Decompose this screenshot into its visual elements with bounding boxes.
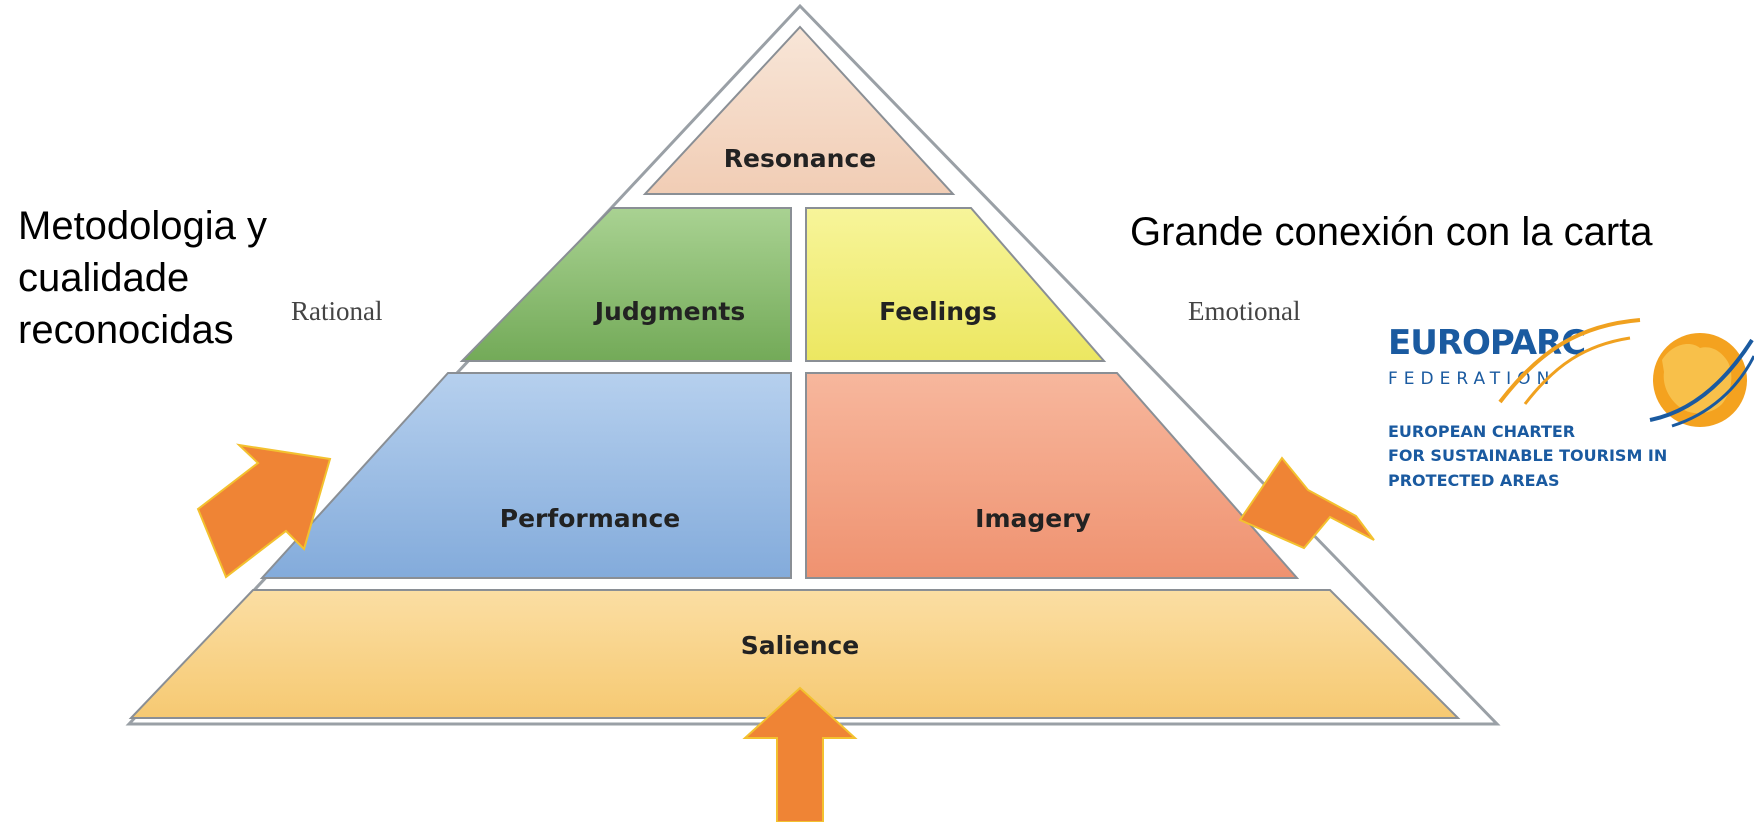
- charter-line-1: EUROPEAN CHARTER: [1388, 422, 1575, 441]
- globe-europe-icon: [1649, 333, 1754, 428]
- left-arrow: [196, 443, 332, 579]
- orange-swoosh-icon-2: [1523, 336, 1631, 405]
- rational-label: Rational: [291, 296, 382, 326]
- right-arrow: [1238, 456, 1375, 550]
- performance-segment: [259, 372, 792, 579]
- europarc-sub: FEDERATION: [1388, 369, 1555, 389]
- imagery-segment: [805, 372, 1300, 579]
- europarc-logo: EUROPARC FEDERATION EUROPEAN CHARTER FOR…: [1388, 318, 1754, 490]
- salience-segment: [128, 589, 1461, 719]
- note-left: Metodologia y cualidade reconocidas: [18, 204, 268, 352]
- note-right: Grande conexión con la carta: [1130, 210, 1653, 254]
- resonance-label: Resonance: [724, 144, 877, 173]
- bottom-arrow: [742, 686, 858, 822]
- resonance-segment: [642, 25, 956, 195]
- judgments-segment: [459, 207, 792, 362]
- emotional-label: Emotional: [1188, 296, 1300, 326]
- imagery-label: Imagery: [975, 504, 1091, 533]
- charter-line-2: FOR SUSTAINABLE TOURISM IN: [1388, 446, 1667, 465]
- performance-label: Performance: [500, 504, 680, 533]
- europarc-brand: EUROPARC: [1388, 323, 1585, 363]
- feelings-segment: [805, 207, 1107, 362]
- charter-line-3: PROTECTED AREAS: [1388, 471, 1559, 490]
- salience-label: Salience: [741, 631, 860, 660]
- orange-swoosh-icon: [1498, 318, 1641, 404]
- feelings-label: Feelings: [879, 297, 997, 326]
- judgments-label: Judgments: [593, 297, 746, 326]
